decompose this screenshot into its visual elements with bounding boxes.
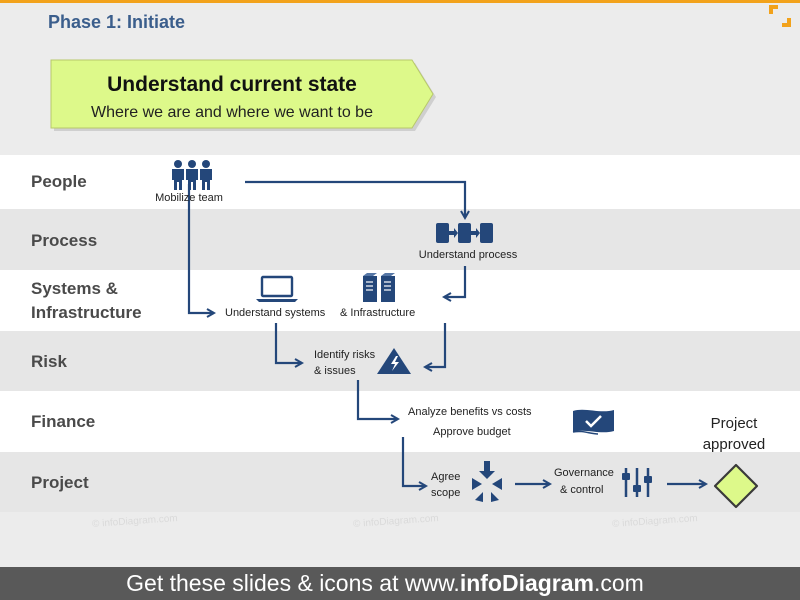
lane-systems <box>0 270 800 331</box>
label-identify-risks: Identify risks <box>314 349 376 361</box>
process-flow-icon <box>436 223 493 243</box>
connector-risks-to-finance <box>356 380 398 419</box>
approval-flag-icon <box>572 409 614 435</box>
label-project-approved: Project <box>711 415 759 432</box>
top-accent-rule <box>0 0 800 3</box>
banner-arrow: Understand current state Where we are an… <box>50 59 436 131</box>
footer-text-prefix: Get these slides & icons at www. <box>126 570 460 596</box>
page-title: Phase 1: Initiate <box>48 12 186 32</box>
footer-brand: infoDiagram <box>459 570 594 596</box>
lane-label-systems: Systems &Infrastructure <box>31 279 142 322</box>
connector-finance-to-scope <box>401 437 426 486</box>
label-agree-scope-2: scope <box>431 487 460 499</box>
label-understand-systems: Understand systems <box>225 307 326 319</box>
lane-label-risk: Risk <box>31 352 67 371</box>
lane-project <box>0 452 800 512</box>
converge-arrows-icon <box>472 461 502 502</box>
connector-process-to-systems <box>444 266 467 297</box>
label-mobilize-team: Mobilize team <box>155 192 223 204</box>
laptop-icon <box>256 275 298 302</box>
label-approve-budget: Approve budget <box>433 426 511 438</box>
sliders-icon <box>622 468 652 497</box>
warning-triangle-icon <box>377 348 411 374</box>
footer-bar: Get these slides & icons at www.infoDiag… <box>0 567 800 600</box>
label-analyze-benefits: Analyze benefits vs costs <box>408 406 532 418</box>
connector-team-to-process <box>245 180 465 218</box>
footer-text-suffix: .com <box>594 570 644 596</box>
label-agree-scope: Agree <box>431 471 460 483</box>
banner-subtitle: Where we are and where we want to be <box>91 104 373 121</box>
connector-infra-to-risks <box>425 323 447 367</box>
brand-logo-icon <box>769 5 791 27</box>
label-governance-2: & control <box>560 484 603 496</box>
lane-label-process: Process <box>31 231 98 250</box>
connector-team-to-systems <box>187 184 214 313</box>
team-icon <box>172 160 212 190</box>
lane-label-people: People <box>31 172 87 191</box>
banner-title: Understand current state <box>107 73 357 96</box>
label-infrastructure: & Infrastructure <box>340 307 415 319</box>
lane-process <box>0 209 800 270</box>
label-understand-process: Understand process <box>419 249 518 261</box>
connector-systems-to-risks <box>274 323 302 363</box>
lane-label-finance: Finance <box>31 412 96 431</box>
server-icon <box>363 273 395 302</box>
lane-label-project: Project <box>31 473 89 492</box>
milestone-diamond-icon <box>713 463 759 509</box>
label-identify-risks-2: & issues <box>314 365 356 377</box>
label-project-approved-2: approved <box>703 436 766 453</box>
lane-finance <box>0 391 800 452</box>
label-governance: Governance <box>554 467 614 479</box>
